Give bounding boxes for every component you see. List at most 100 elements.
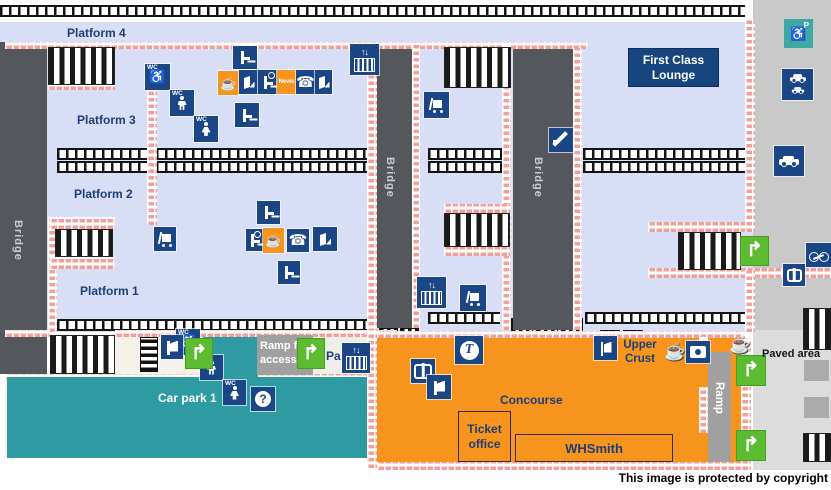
escalator-icon [549,128,573,152]
lift-icon: ↑↓ [342,343,370,373]
wall [367,45,377,332]
bridge-label: Bridge [384,157,396,198]
wall [745,270,755,332]
rail-track [428,148,502,160]
footbridge-mid: Bridge [377,45,412,328]
lift-icon: ↑↓ [350,44,379,75]
wall [367,332,377,468]
planter [804,397,829,418]
wall [147,85,157,225]
ticket-gates-icon [783,264,805,286]
telephone-icon [287,229,309,252]
womens-wc-icon: WC [194,116,218,142]
platform-4-label: Platform 4 [67,26,126,40]
luggage-trolley-icon [460,285,486,311]
rail-track [583,161,745,173]
seat-icon [233,46,257,69]
wall [377,331,741,338]
exit-icon [185,338,213,369]
rail-track [428,161,502,173]
luggage-trolley-icon [424,92,449,118]
seat-icon [278,261,300,284]
paved-area-label: Paved area [762,348,821,360]
ramp-label: Ramp [713,382,725,414]
seat-icon [235,103,259,127]
cafe-icon [729,334,751,354]
rail-track [583,148,745,160]
taxi-rank-icon [774,146,804,176]
ticket-machine-icon [239,70,258,94]
telephone-icon [296,70,315,94]
wall [377,462,751,470]
wheelchair-wc-icon: WC [145,64,170,90]
crossing [803,308,831,350]
news-kiosk-icon: News [277,70,296,94]
accessible-parking-icon: P [784,19,813,48]
wall [648,222,755,232]
ticket-machine-icon [594,336,617,360]
planter [804,360,829,381]
ticket-gates-icon [411,359,435,383]
buffer-stop [140,337,158,372]
crossing [48,47,115,85]
crossing [678,232,741,270]
crossing [803,433,831,462]
wall [115,330,397,337]
wall [5,42,588,49]
crossing [50,335,115,374]
whsmith-shop: WHSmith [515,434,673,462]
mens-wc-icon: WC [170,90,194,116]
platform-2-label: Platform 2 [74,187,133,201]
wall [5,330,50,337]
wall [50,217,115,229]
first-class-lounge: First Class Lounge [628,48,719,87]
crossing [55,229,113,257]
ramp-access-label: Ramp fo access [260,340,304,367]
wall [502,45,511,330]
exit-icon [297,338,325,369]
ticket-machine-icon [427,375,451,399]
rail-track [57,148,370,160]
tourist-information-icon: T [455,336,483,364]
cafe-icon [664,341,686,361]
seat-icon [257,201,280,224]
exit-icon [736,430,766,461]
wall [741,338,751,462]
wall [648,268,831,278]
ticket-machine-icon [315,70,332,94]
waiting-room-icon [258,70,277,94]
photo-booth-icon [686,341,710,363]
pa-label: Pa [326,349,341,363]
rail-track [585,312,745,324]
platform-1-label: Platform 1 [80,284,139,298]
crossing [444,47,511,88]
ramp: Ramp [708,352,731,462]
refreshments-icon [218,71,239,95]
wall [412,45,420,328]
crossing [444,213,510,247]
ticket-machine-icon [161,335,183,359]
platform-3-label: Platform 3 [77,113,136,127]
wall [745,20,755,232]
luggage-trolley-icon [154,227,176,251]
cycle-storage-icon [806,243,831,267]
bridge-label: Bridge [12,220,24,261]
car-park-label: Car park 1 [158,391,217,405]
help-point-icon: ? [251,387,275,411]
ticket-office: Ticket office [458,411,511,462]
bridge-label: Bridge [532,157,544,198]
wall [48,217,57,332]
wall [573,48,582,330]
exit-icon [740,236,769,266]
footbridge-west: Bridge [0,42,47,374]
lift-icon: ↑↓ [417,277,446,308]
rail-track [57,161,370,173]
refreshments-icon [263,228,284,253]
waiting-room-icon [246,229,263,251]
upper-crust-label: Upper Crust [623,339,657,366]
wall [444,247,510,256]
wall [444,204,510,213]
womens-wc-icon: WC [223,380,246,405]
concourse-label: Concourse [500,393,563,407]
